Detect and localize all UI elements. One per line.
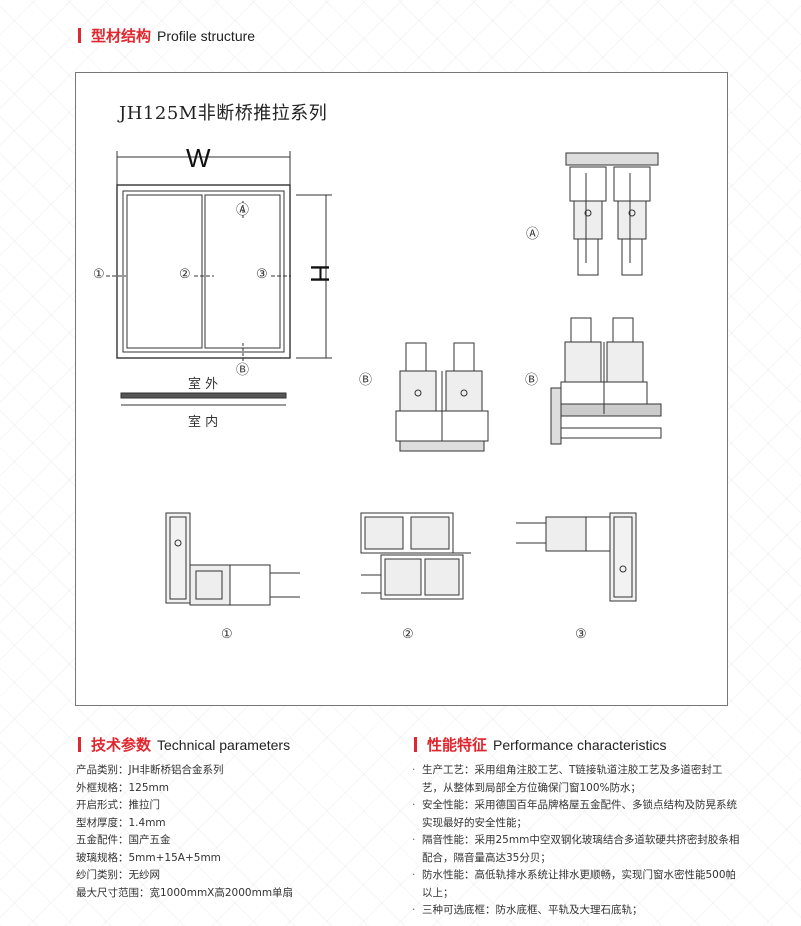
performance-item-text: 三种可选底框：防水底框、平轨及大理石底轨； (422, 904, 643, 916)
performance-item: · 生产工艺：采用组角注胶工艺、T链接轨道注胶工艺及多道密封工艺，从整体到局部全方… (412, 762, 742, 797)
bullet-icon: · (412, 904, 416, 916)
performance-item-text: 隔音性能：采用25mm中空双钢化玻璃结合多道软硬共挤密封胶条相配合，隔音量高达3… (422, 834, 740, 864)
outdoor-label: 室 外 (188, 377, 219, 392)
accent-bar (78, 28, 81, 43)
section-title-en: Profile structure (157, 27, 256, 44)
marker-one-elevation: ① (93, 267, 105, 282)
section-title-cn: 技术参数 (91, 736, 152, 754)
performance-item-text: 防水性能：高低轨排水系统让排水更顺畅，实现门窗水密性能500帕以上； (422, 869, 737, 899)
marker-three-section: ③ (575, 627, 587, 642)
section-title-en: Technical parameters (157, 736, 291, 753)
param-row: 产品类别：JH非断桥铝合金系列 (76, 764, 224, 776)
technical-parameters-list: 产品类别：JH非断桥铝合金系列 外框规格：125mm 开启形式：推拉门 型材厚度… (76, 762, 376, 902)
accent-bar (78, 737, 81, 752)
accent-bar (414, 737, 417, 752)
param-row: 五金配件：国产五金 (76, 834, 171, 846)
param-row: 最大尺寸范围：宽1000mmX高2000mm单扇 (76, 886, 294, 899)
section-header-profile: 型材结构 Profile structure (78, 25, 255, 46)
marker-b-elevation: Ⓑ (236, 363, 250, 378)
marker-a-elevation: Ⓐ (236, 203, 250, 218)
performance-list: · 生产工艺：采用组角注胶工艺、T链接轨道注胶工艺及多道密封工艺，从整体到局部全方… (412, 762, 742, 920)
profile-diagram (106, 151, 662, 606)
marker-two-elevation: ② (179, 267, 191, 282)
bullet-icon: · (412, 764, 416, 776)
section-header-tech: 技术参数 Technical parameters (78, 734, 290, 755)
marker-b-section-left: Ⓑ (359, 373, 373, 388)
param-row: 纱门类别：无纱网 (76, 869, 160, 881)
bullet-icon: · (412, 834, 416, 846)
marker-three-elevation: ③ (256, 267, 268, 282)
param-row: 开启形式：推拉门 (76, 799, 160, 811)
marker-two-section: ② (402, 627, 414, 642)
marker-one-section: ① (221, 627, 233, 642)
section-title-en: Performance characteristics (493, 736, 667, 753)
section-header-performance: 性能特征 Performance characteristics (414, 734, 667, 755)
indoor-label: 室 内 (188, 415, 219, 430)
marker-a-section: Ⓐ (526, 227, 540, 242)
bullet-icon: · (412, 869, 416, 881)
performance-item: · 防水性能：高低轨排水系统让排水更顺畅，实现门窗水密性能500帕以上； (412, 867, 742, 902)
performance-item-text: 生产工艺：采用组角注胶工艺、T链接轨道注胶工艺及多道密封工艺，从整体到局部全方位… (422, 764, 723, 794)
param-row: 外框规格：125mm (76, 781, 169, 794)
series-title: JH125M非断桥推拉系列 (119, 103, 328, 124)
performance-item: · 三种可选底框：防水底框、平轨及大理石底轨； (412, 902, 742, 920)
section-title-cn: 性能特征 (427, 736, 488, 754)
param-row: 型材厚度：1.4mm (76, 816, 166, 829)
performance-item-text: 安全性能：采用德国百年品牌格屋五金配件、多锁点结构及防晃系统实现最好的安全性能； (422, 799, 737, 829)
bullet-icon: · (412, 799, 416, 811)
width-label: W (186, 143, 211, 173)
height-label: H (304, 264, 335, 283)
performance-item: · 安全性能：采用德国百年品牌格屋五金配件、多锁点结构及防晃系统实现最好的安全性能… (412, 797, 742, 832)
section-title-cn: 型材结构 (91, 27, 152, 45)
param-row: 玻璃规格：5mm+15A+5mm (76, 851, 221, 864)
profile-drawing-frame: JH125M非断桥推拉系列 (75, 72, 728, 706)
performance-item: · 隔音性能：采用25mm中空双钢化玻璃结合多道软硬共挤密封胶条相配合，隔音量高达… (412, 832, 742, 867)
marker-b-section-right: Ⓑ (525, 373, 539, 388)
